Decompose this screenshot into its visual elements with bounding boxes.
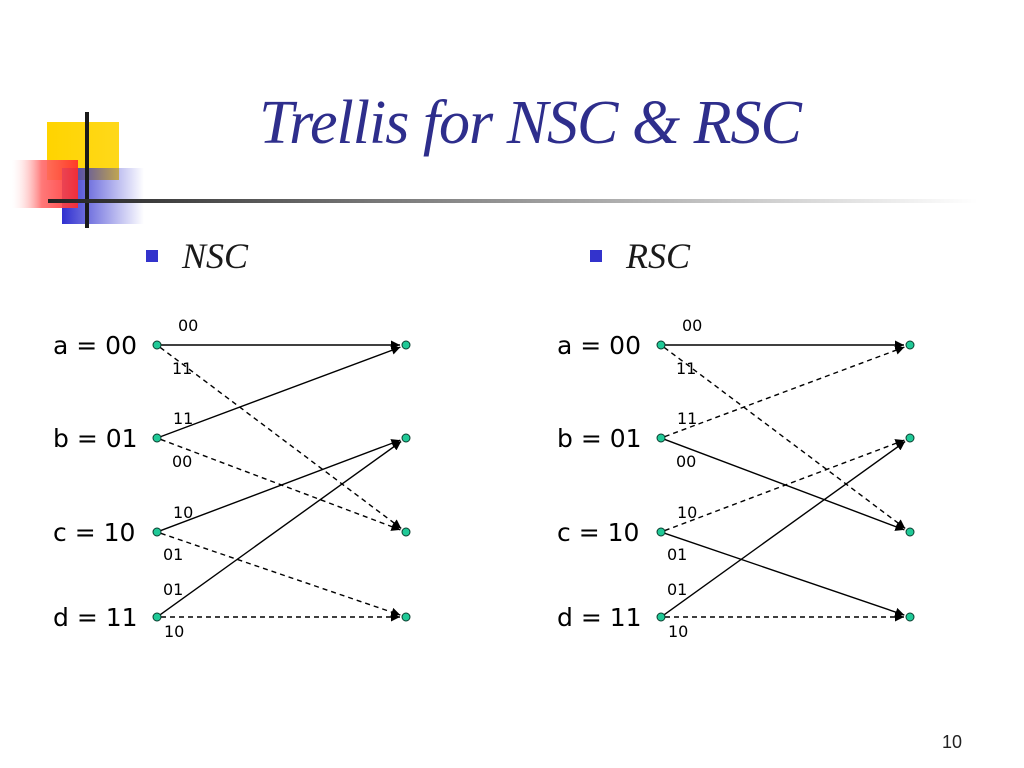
output-label: 11 [173,409,193,428]
state-node [152,340,162,350]
output-label: 00 [172,452,192,471]
state-node [401,433,411,443]
transition-edge [663,440,906,616]
bullet-square-icon [146,250,158,262]
state-node [401,612,411,622]
state-node [656,433,666,443]
transition-edge [159,346,402,529]
output-label: 01 [667,580,687,599]
state-label: c = 10 [557,518,639,547]
output-label: 11 [677,409,697,428]
output-label: 11 [172,359,192,378]
transition-edge [663,346,906,529]
state-node [656,612,666,622]
transition-edge [160,346,401,438]
state-node [656,340,666,350]
state-node [152,612,162,622]
bullet-rsc: RSC [590,235,690,277]
logo-vertical-bar [85,112,89,228]
output-label: 11 [676,359,696,378]
state-node [656,527,666,537]
state-node [905,340,915,350]
transition-edge [159,440,402,616]
state-node [152,527,162,537]
state-label: a = 00 [557,331,641,360]
decorative-logo [12,112,978,228]
transition-edge [160,439,401,532]
title-rule [48,199,978,203]
state-node [401,527,411,537]
output-label: 00 [178,316,198,335]
output-label: 00 [676,452,696,471]
output-label: 10 [173,503,193,522]
output-label: 00 [682,316,702,335]
page-number: 10 [941,732,962,752]
output-label: 01 [163,545,183,564]
state-label: b = 01 [557,424,642,453]
transition-edge [664,346,905,438]
bullet-nsc: NSC [146,235,248,277]
state-label: a = 00 [53,331,137,360]
state-node [905,433,915,443]
transition-edge [160,532,401,617]
output-label: 01 [163,580,183,599]
page-title: Trellis for NSC & RSC [259,89,802,157]
rsc-heading: RSC [626,236,691,276]
state-node [152,433,162,443]
output-label: 10 [668,622,688,641]
output-label: 10 [677,503,697,522]
trellis-diagram-rsc: a = 00 b = 01 c = 10 d = 11 00 11 11 00 10 01 01 10 [557,316,915,641]
bullet-square-icon [590,250,602,262]
trellis-diagram-nsc: a = 00 b = 01 c = 10 d = 11 00 11 11 00 10 01 01 10 [53,316,411,641]
state-label: d = 11 [53,603,138,632]
output-label: 01 [667,545,687,564]
state-node [905,527,915,537]
state-label: d = 11 [557,603,642,632]
transition-edge [664,532,905,617]
transition-edge [664,439,905,532]
state-label: c = 10 [53,518,135,547]
state-node [905,612,915,622]
nsc-heading: NSC [182,236,249,276]
output-label: 10 [164,622,184,641]
state-node [401,340,411,350]
state-label: b = 01 [53,424,138,453]
